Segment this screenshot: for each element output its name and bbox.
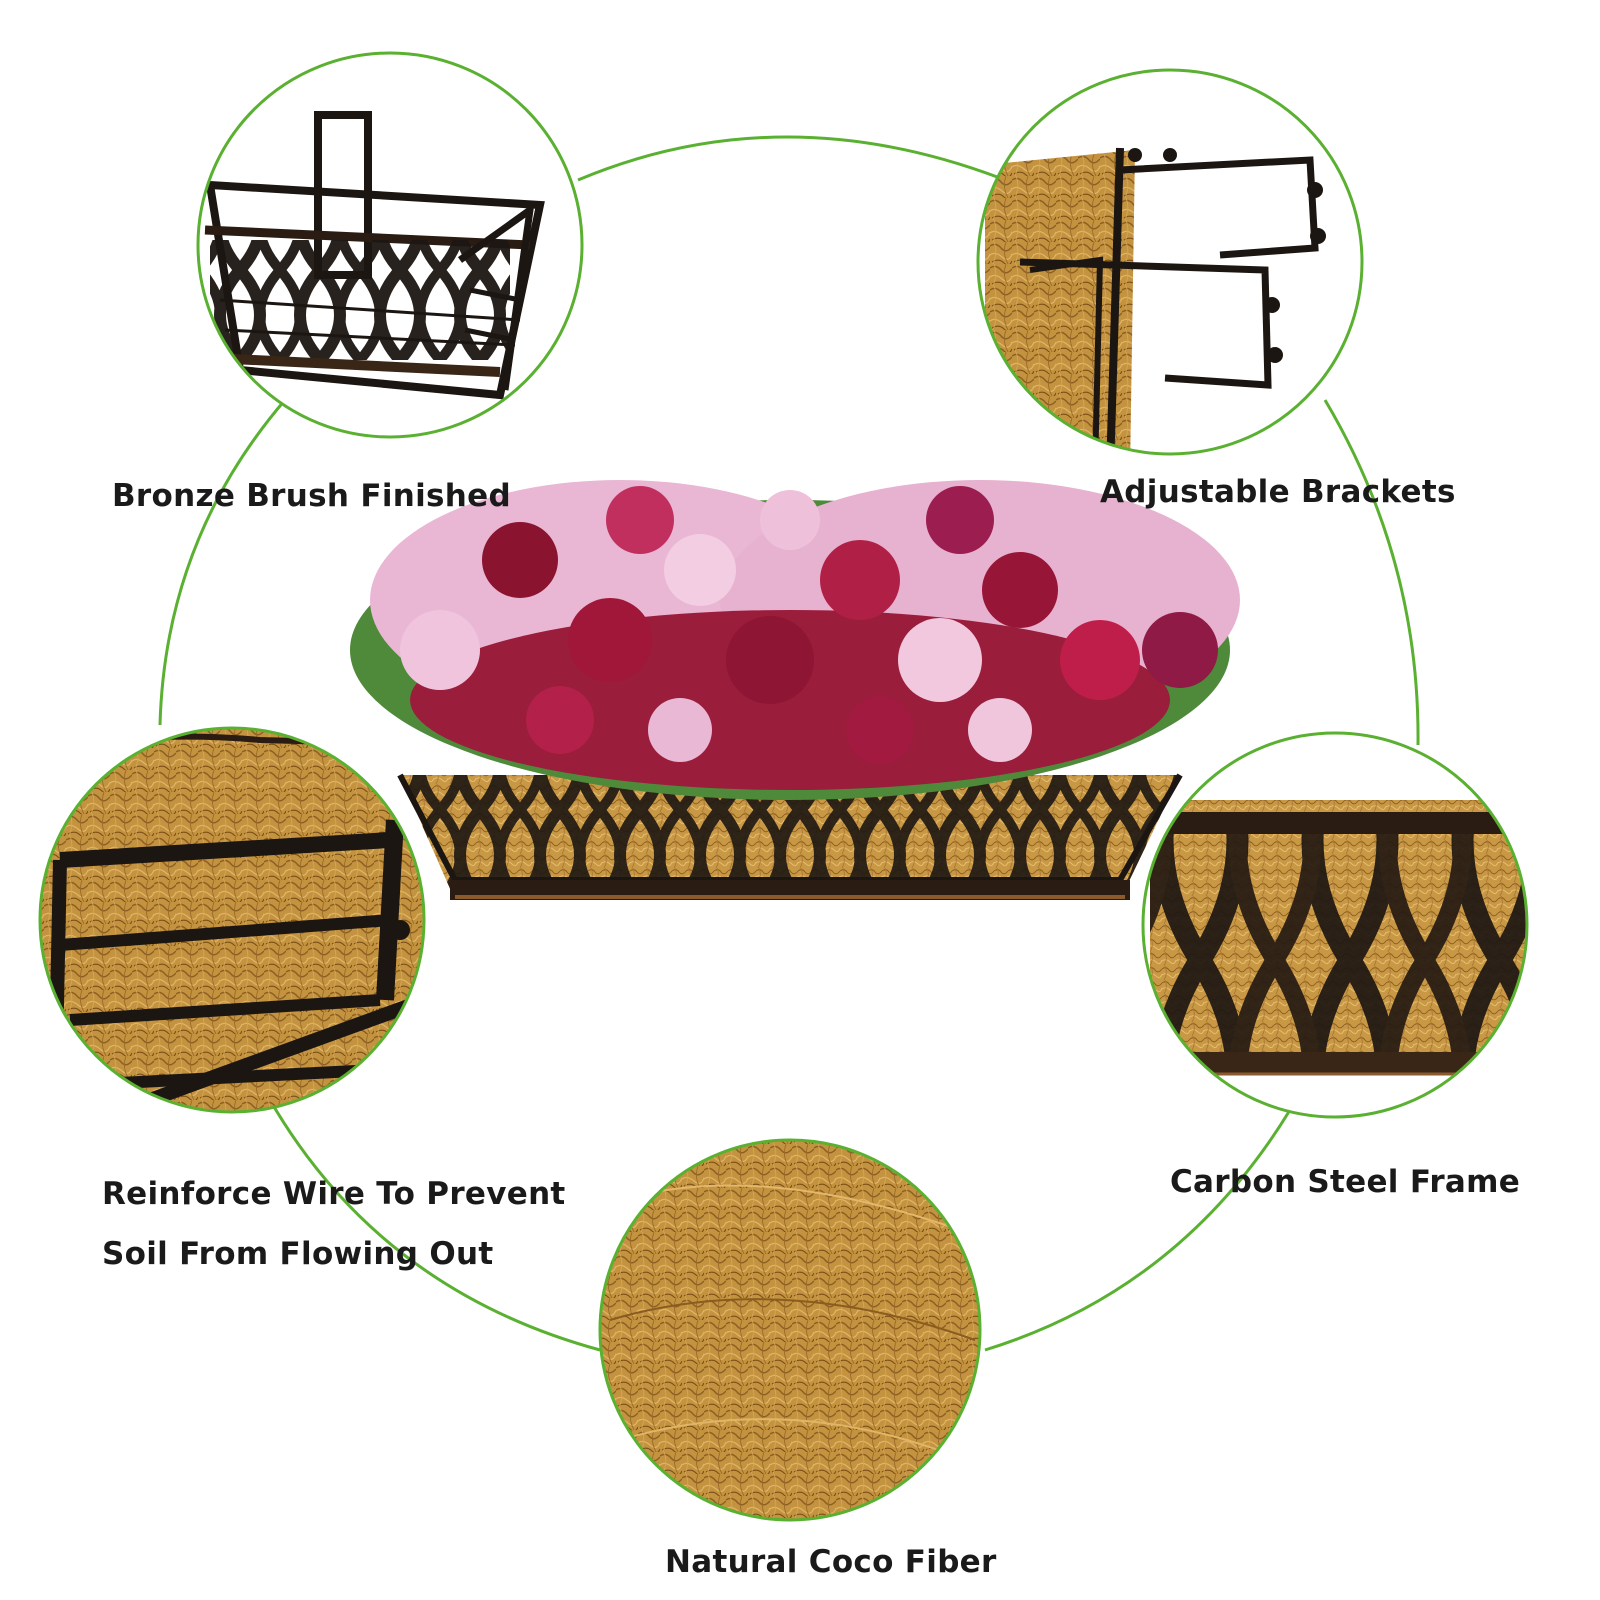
bronze-finish-detail — [196, 51, 584, 439]
label-natural-coco-fiber: Natural Coco Fiber — [665, 1544, 997, 1580]
planter-product-image — [350, 480, 1240, 900]
connector-arcs — [158, 135, 1420, 1352]
flower-cluster — [350, 480, 1240, 800]
carbon-steel-detail — [1141, 731, 1529, 1119]
label-reinforce-line2: Soil From Flowing Out — [102, 1236, 494, 1272]
label-adjustable-brackets: Adjustable Brackets — [1100, 474, 1456, 510]
reinforce-wire-detail — [38, 726, 426, 1114]
label-carbon-steel-frame: Carbon Steel Frame — [1170, 1164, 1521, 1200]
coco-fiber-detail — [598, 1138, 982, 1522]
adjustable-brackets-detail — [976, 68, 1364, 456]
label-reinforce-line1: Reinforce Wire To Prevent — [102, 1176, 566, 1212]
label-bronze-brush-finished: Bronze Brush Finished — [112, 478, 511, 514]
label-reinforce-wire: Reinforce Wire To Prevent Soil From Flow… — [102, 1164, 566, 1284]
